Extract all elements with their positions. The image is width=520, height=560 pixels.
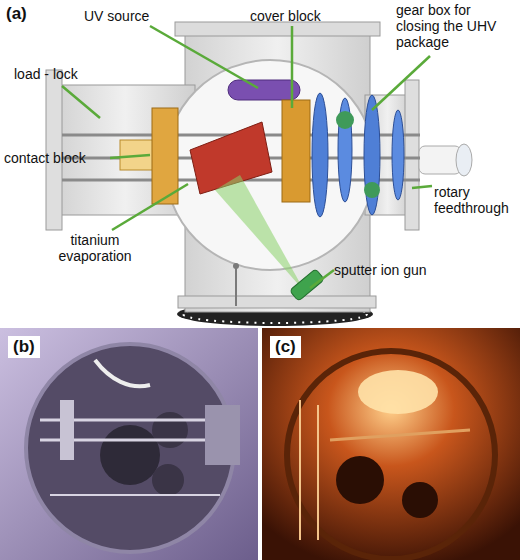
part-name: gear box for closing the UHV package — [396, 2, 516, 50]
panel-letter: (a) — [6, 4, 46, 24]
part-name: cover block — [250, 8, 360, 24]
part-name: sputter ion gun — [334, 262, 464, 278]
part-name: UV source — [84, 8, 204, 24]
part-name: contact block — [4, 150, 114, 166]
photo-b — [0, 328, 258, 560]
panel-letter: (b) — [8, 336, 40, 358]
part-name: titanium evaporation — [40, 232, 150, 264]
panel-letter: (c) — [270, 336, 301, 358]
part-name: load - lock — [14, 66, 104, 82]
chamber-render — [46, 22, 472, 326]
part-name: rotary feedthrough — [434, 184, 520, 216]
photo-c — [262, 328, 520, 560]
